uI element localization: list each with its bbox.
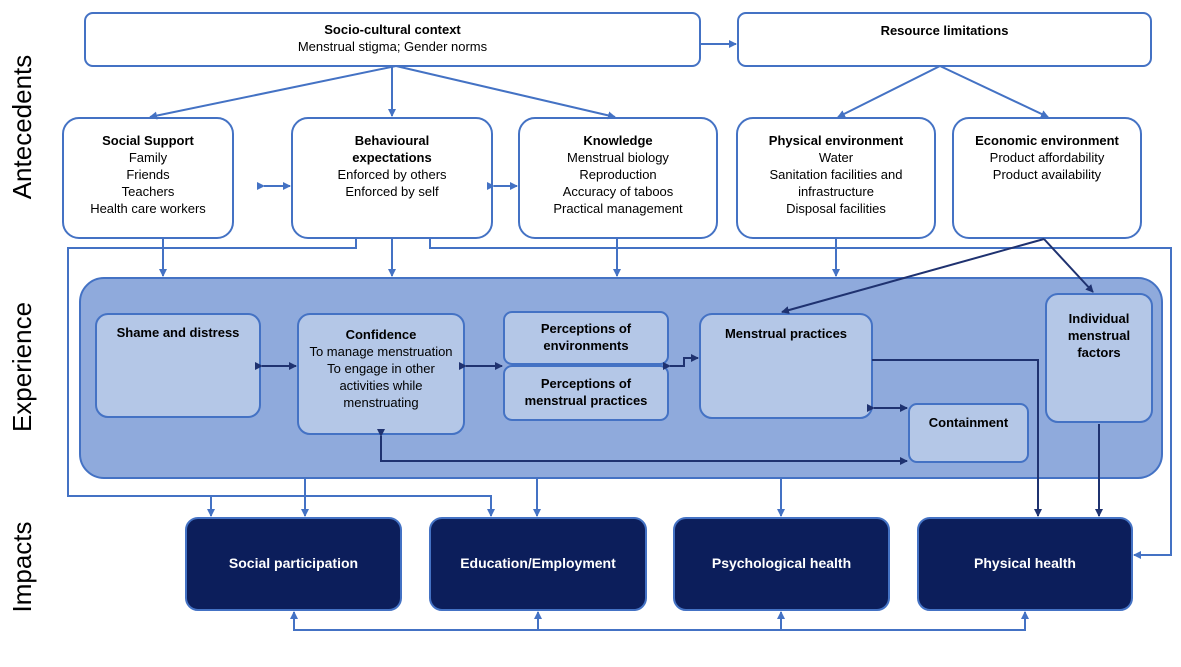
box-menstrual-practices xyxy=(699,313,873,419)
framework-diagram xyxy=(62,12,1172,631)
arrow-resource-to-physical xyxy=(837,65,941,118)
arrow-resource-to-economic xyxy=(939,65,1049,118)
box-resource-limitations xyxy=(737,12,1152,67)
arrow-confidence-containment xyxy=(377,429,908,465)
box-perceptions-environments xyxy=(503,311,669,365)
arrow-practices-to-physical-health xyxy=(872,359,1042,517)
label-social-participation: Social participation xyxy=(228,555,359,571)
box-social-support xyxy=(62,117,234,239)
box-education-employment xyxy=(429,517,647,611)
label-education-employment: Education/Employment xyxy=(460,555,616,571)
label-social-support: Social Support Family Friends Teachers H… xyxy=(90,133,206,216)
box-economic-environment xyxy=(952,117,1142,239)
label-shame-distress: Shame and distress xyxy=(116,325,240,340)
arrow-economic-to-individual xyxy=(1043,238,1094,293)
label-containment: Containment xyxy=(928,415,1009,430)
side-label-experience: Experience xyxy=(7,301,37,433)
box-social-participation xyxy=(185,517,402,611)
label-socio-cultural-context: Socio-cultural context Menstrual stigma;… xyxy=(297,22,488,54)
label-knowledge: Knowledge Menstrual biology Reproduction… xyxy=(553,133,683,216)
arrow-socio-to-social-support xyxy=(149,65,397,120)
side-label-antecedents: Antecedents xyxy=(7,54,37,200)
arrow-perceptions-practices xyxy=(663,354,699,370)
label-physical-health: Physical health xyxy=(974,555,1076,571)
side-label-impacts: Impacts xyxy=(7,521,37,613)
label-physical-environment: Physical environment Water Sanitation fa… xyxy=(768,133,904,216)
label-resource-limitations: Resource limitations xyxy=(880,23,1009,38)
bypass-behavioural-right xyxy=(429,238,1172,559)
label-economic-environment: Economic environment Product affordabili… xyxy=(975,133,1119,182)
bypass-to-education xyxy=(211,495,495,517)
box-individual-factors xyxy=(1045,293,1153,423)
label-perceptions-practices: Perceptions of menstrual practices xyxy=(524,376,648,408)
label-individual-factors: Individual menstrual factors xyxy=(1067,311,1131,360)
arrow-socio-to-knowledge xyxy=(395,65,616,120)
label-confidence: Confidence To manage menstruation To eng… xyxy=(309,327,453,410)
box-containment xyxy=(908,403,1029,463)
box-psychological-health xyxy=(673,517,890,611)
label-menstrual-practices: Menstrual practices xyxy=(724,326,848,341)
bypass-behavioural-left xyxy=(67,238,357,517)
box-perceptions-practices xyxy=(503,365,669,421)
arrow-economic-to-practices xyxy=(781,238,1045,314)
label-behavioural-expectations: Behavioural expectations Enforced by oth… xyxy=(337,133,447,199)
label-psychological-health: Psychological health xyxy=(711,555,852,571)
box-physical-health xyxy=(917,517,1133,611)
label-perceptions-environments: Perceptions of environments xyxy=(540,321,632,353)
impact-bottom-link xyxy=(293,611,1029,631)
